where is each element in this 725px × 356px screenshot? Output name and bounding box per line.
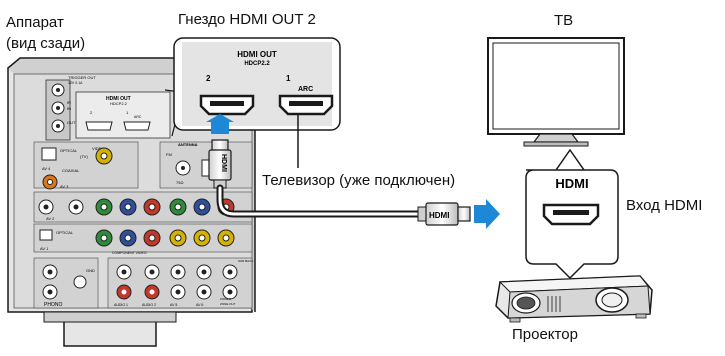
in-text: IN (67, 106, 71, 111)
sur-text: SUR BACK (238, 259, 253, 263)
av4-jacks: OPTICAL (TV) VIDEO AV 4 COAXIAL (33, 141, 139, 190)
zone-out-text: ZONE OUT (220, 302, 236, 306)
zoom-subtitle: HDCP2.2 (244, 61, 270, 67)
out-text: OUT (67, 120, 76, 125)
tv-connected-label: Телевизор (уже подключен) (262, 172, 456, 189)
horizontal-plug-label: HDMI (429, 211, 449, 220)
tv-small-text: (TV) (80, 154, 88, 159)
hdmi-input-callout: HDMI (525, 148, 619, 280)
video-text: VIDEO (92, 146, 104, 151)
rear-p2-text: 2 (90, 110, 93, 115)
ir-text: IR (67, 100, 71, 105)
phono-text: PHONO (44, 302, 62, 308)
rear-p1-text: 1 (126, 110, 129, 115)
rear-hdmi-out-text: HDMI OUT (106, 96, 131, 102)
antenna-text: ANTENNA (178, 142, 198, 147)
rear-hdcp-text: HDCP2.2 (110, 101, 128, 106)
vertical-plug-label: HDMI (220, 154, 227, 172)
hdmi-out-zoom-callout: HDMI OUT HDCP2.2 2 1 ARC (164, 37, 341, 168)
rear-hdmi-out-block: HDMI OUT HDCP2.2 2 1 ARC (75, 91, 171, 139)
rear-arc-text: ARC (134, 115, 142, 119)
audio1-text: AUDIO 1 (114, 303, 128, 307)
zoom-arc-label: ARC (298, 86, 313, 93)
audio-jacks: GND PHONO AUDIO 1 AUDIO 2 AV 5 AV 6 ZONE… (33, 257, 253, 309)
av1-text: AV 1 (40, 246, 49, 251)
zoom-port-right-label: 1 (286, 74, 291, 83)
hdmi-input-port (542, 203, 600, 226)
ohm-text: 75Ω (176, 180, 183, 185)
coaxial-text: COAXIAL (62, 168, 80, 173)
audio2-text: AUDIO 2 (142, 303, 156, 307)
unit-label-line1: Аппарат (6, 14, 64, 31)
optical2-text: OPTICAL (56, 230, 74, 235)
projector-label: Проектор (512, 326, 578, 343)
tv-set (487, 37, 625, 147)
hdmi-out-1-port (278, 94, 334, 116)
insert-arrow-right (474, 199, 500, 229)
zoom-port-left-label: 2 (206, 74, 211, 83)
trigger-spec-text: 12V 0.1A (68, 81, 83, 85)
hdmi-cable: HDMI HDMI (208, 139, 471, 226)
projector (495, 275, 653, 323)
av6-text: AV 6 (196, 303, 203, 307)
insert-arrow-up (206, 114, 234, 134)
unit-label-line2: (вид сзади) (6, 35, 86, 52)
trigger-out-text: TRIGGER OUT (68, 75, 96, 80)
tv-label: ТВ (554, 12, 574, 29)
jack-caption: Гнездо HDMI OUT 2 (178, 11, 316, 28)
av-rows: AV 3 AV 2 OPTICAL AV 1 COMPONENT VIDEO (33, 184, 253, 255)
hdmi-input-label: Вход HDMI (626, 197, 703, 214)
av4-text: AV 4 (42, 166, 51, 171)
av3-text: AV 3 (60, 184, 69, 189)
gnd-text: GND (86, 268, 95, 273)
av2-text: AV 2 (46, 216, 55, 221)
hdmi-input-title: HDMI (555, 176, 588, 191)
fm-text: FM (166, 152, 172, 157)
antenna-block: ANTENNA FM 75Ω (159, 141, 253, 189)
component-video-text: COMPONENT VIDEO (112, 251, 147, 255)
optical-text: OPTICAL (60, 148, 78, 153)
zone2-text: ZONE 2 (220, 297, 231, 301)
av5-text: AV 5 (170, 303, 177, 307)
hdmi-out-2-port (199, 94, 255, 116)
zoom-title: HDMI OUT (237, 50, 277, 59)
remote-jacks: TRIGGER OUT 12V 0.1A IR IN OUT REMOTE (45, 75, 96, 147)
